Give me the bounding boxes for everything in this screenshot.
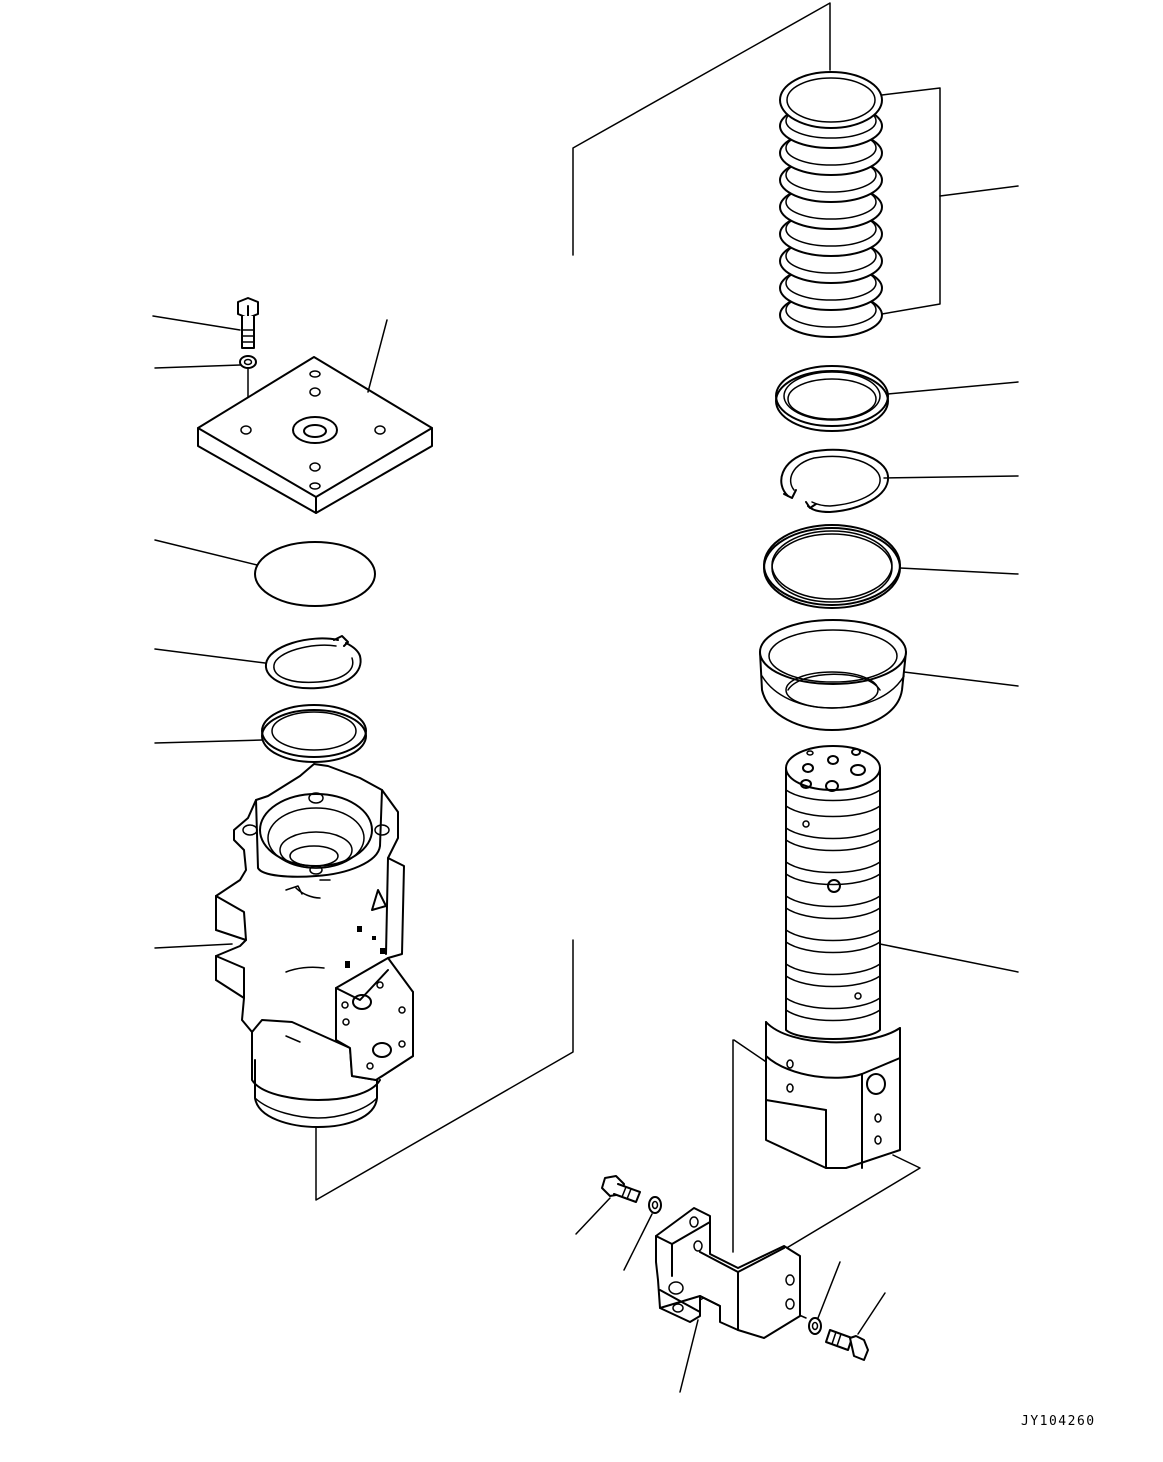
snap-ring-left bbox=[264, 635, 362, 690]
dust-seal bbox=[759, 619, 907, 731]
seal-ring-left bbox=[261, 704, 367, 763]
packing-ring bbox=[775, 365, 889, 432]
snap-ring-right bbox=[780, 448, 890, 513]
bolt-bracket-left bbox=[601, 1175, 641, 1203]
washer-bracket-right bbox=[808, 1317, 822, 1335]
swivel-body bbox=[215, 763, 414, 1128]
seal-ring-stack bbox=[779, 71, 883, 338]
leader-lines bbox=[152, 87, 1019, 1393]
cover-plate bbox=[197, 356, 433, 514]
bolt-top-left bbox=[237, 297, 259, 349]
rotor-shaft bbox=[765, 745, 901, 1169]
washer-top-left bbox=[239, 355, 257, 369]
washer-bracket-left bbox=[648, 1196, 662, 1214]
drawing-id-label: JY104260 bbox=[1021, 1414, 1096, 1429]
o-ring-cover bbox=[254, 541, 376, 607]
stopper-bracket bbox=[655, 1207, 801, 1339]
seal-ring-right bbox=[763, 524, 901, 609]
bolt-bracket-right bbox=[825, 1329, 869, 1361]
